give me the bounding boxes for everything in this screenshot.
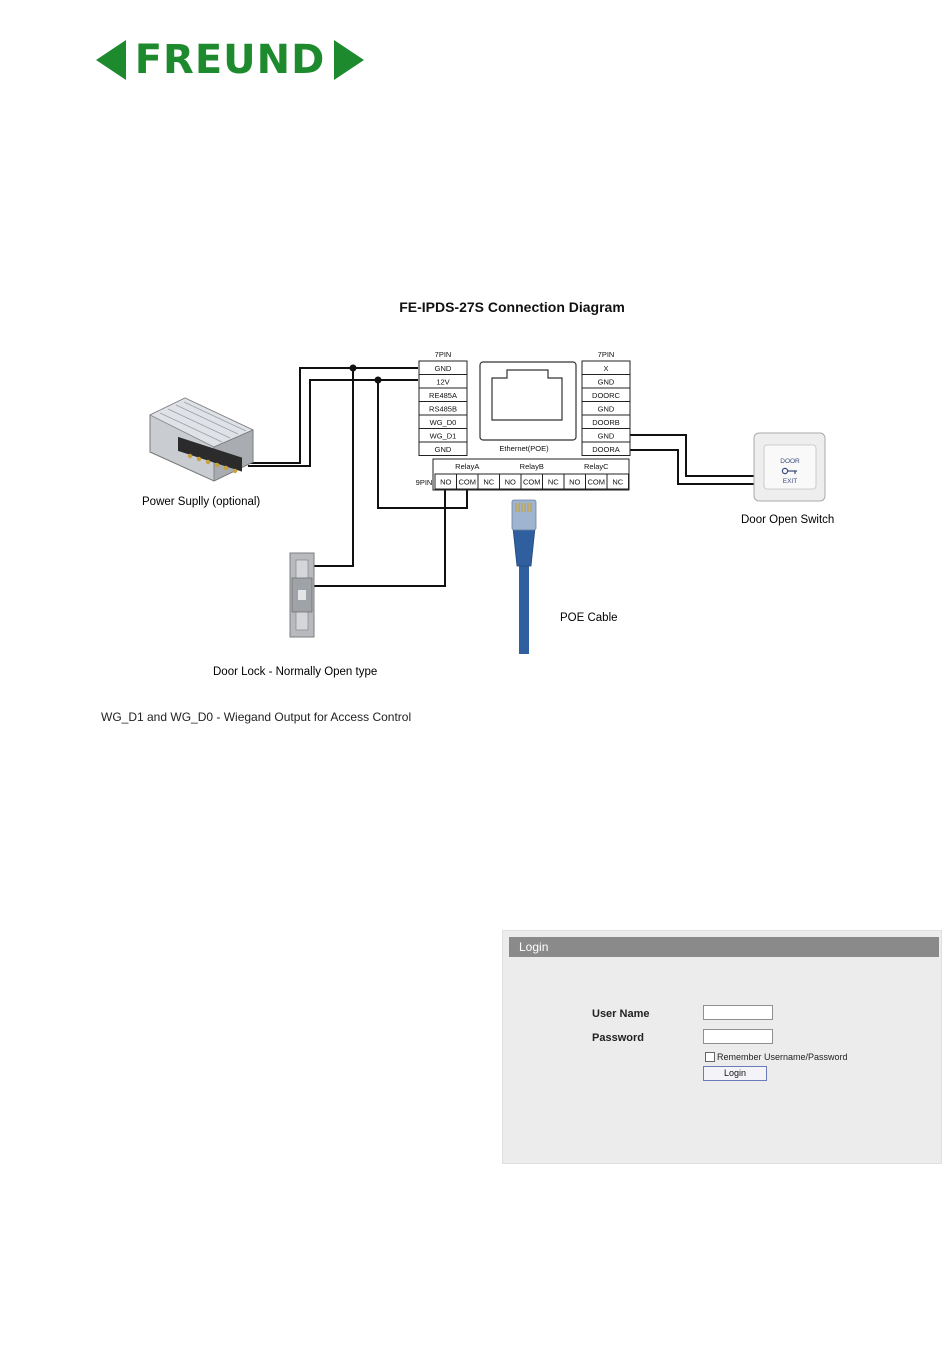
right-pin-label: GND [598, 377, 615, 386]
wire-gnd-lock [313, 368, 354, 567]
password-input[interactable] [703, 1029, 773, 1044]
poe-cable-image [511, 499, 537, 654]
right-pin-label: GND [598, 431, 615, 440]
relay-terminal-label: COM [588, 478, 606, 487]
left-pin-label: WG_D1 [430, 431, 457, 440]
junction-dot-gnd [349, 364, 357, 372]
poe-cable-caption: POE Cable [560, 612, 618, 624]
username-label: User Name [592, 1008, 650, 1020]
relay-terminal-label: NO [569, 478, 580, 487]
wire-gnd-power [248, 367, 418, 464]
diagram-title: FE-IPDS-27S Connection Diagram [0, 299, 950, 315]
switch-exit-text: EXIT [783, 478, 797, 485]
ethernet-jack-outline [491, 369, 563, 421]
relay-terminal-label: NC [612, 478, 623, 487]
relay-name: RelayC [584, 462, 609, 471]
right-pin-label: DOORB [592, 418, 620, 427]
right-pin-label: X [603, 364, 608, 373]
right-pin-cell [581, 441, 631, 456]
freund-logo: FREUND [96, 38, 364, 82]
wire-gnd-switch [629, 434, 754, 477]
remember-checkbox[interactable] [705, 1052, 715, 1062]
remember-label: Remember Username/Password [717, 1052, 848, 1062]
relay-terminal-label: COM [523, 478, 541, 487]
diagram-title-text: FE-IPDS-27S Connection Diagram [399, 299, 625, 315]
wire-relaya-no-lock [313, 488, 446, 587]
logo-right-arrow [334, 40, 364, 80]
door-lock-caption: Door Lock - Normally Open type [213, 666, 377, 678]
left-pin-label: RS485B [429, 404, 457, 413]
right-pin-label: GND [598, 404, 615, 413]
logo-arrows [96, 40, 364, 80]
left-pin-cell [418, 441, 468, 456]
logo-text: FREUND [134, 37, 326, 83]
right-pin-block: 7PIN X GND DOORC GND DOORB GND DOORA [581, 350, 631, 456]
left-pin-label: GND [435, 364, 452, 373]
right-pin-label: DOORA [592, 445, 620, 454]
left-pin-label: WG_D0 [430, 418, 457, 427]
login-header: Login [509, 937, 939, 957]
wires [248, 367, 754, 587]
door-switch-caption: Door Open Switch [741, 514, 834, 526]
relay-name: RelayA [455, 462, 479, 471]
relay-terminal-label: NC [483, 478, 494, 487]
key-icon [781, 467, 797, 475]
relay-block-header: 9PIN [416, 478, 433, 487]
right-pin-label: DOORC [592, 391, 621, 400]
power-supply-caption: Power Suplly (optional) [142, 496, 260, 508]
login-button[interactable]: Login [703, 1066, 767, 1081]
power-supply-image [149, 397, 254, 482]
door-lock-image [289, 552, 315, 638]
remember-row: Remember Username/Password [705, 1052, 848, 1062]
left-pin-label: GND [435, 445, 452, 454]
left-pin-label: RE485A [429, 391, 457, 400]
relay-terminal-label: COM [459, 478, 477, 487]
relay-terminal-cell [606, 473, 629, 490]
username-input[interactable] [703, 1005, 773, 1020]
left-block-header: 7PIN [435, 350, 452, 359]
poe-cable-wire [519, 558, 529, 654]
right-block-header: 7PIN [598, 350, 615, 359]
ethernet-label: Ethernet(POE) [499, 444, 549, 453]
logo-left-arrow [96, 40, 126, 80]
relay-terminal-label: NO [440, 478, 451, 487]
wire-doora-switch [629, 449, 754, 485]
relay-name: RelayB [520, 462, 544, 471]
relay-terminal-label: NC [548, 478, 559, 487]
wire-12v-relaya-com [377, 380, 468, 509]
wire-12v-power [248, 379, 418, 467]
ethernet-port: Ethernet(POE) [479, 361, 577, 453]
door-switch-image: DOOR EXIT [753, 432, 826, 502]
wiegand-note: WG_D1 and WG_D0 - Wiegand Output for Acc… [101, 710, 412, 724]
switch-door-text: DOOR [780, 458, 800, 465]
relay-terminal-label: NO [505, 478, 516, 487]
password-label: Password [592, 1032, 644, 1044]
left-pin-label: 12V [436, 377, 449, 386]
login-panel: Login User Name Password Remember Userna… [502, 930, 942, 1164]
junction-dot-12v [374, 376, 382, 384]
